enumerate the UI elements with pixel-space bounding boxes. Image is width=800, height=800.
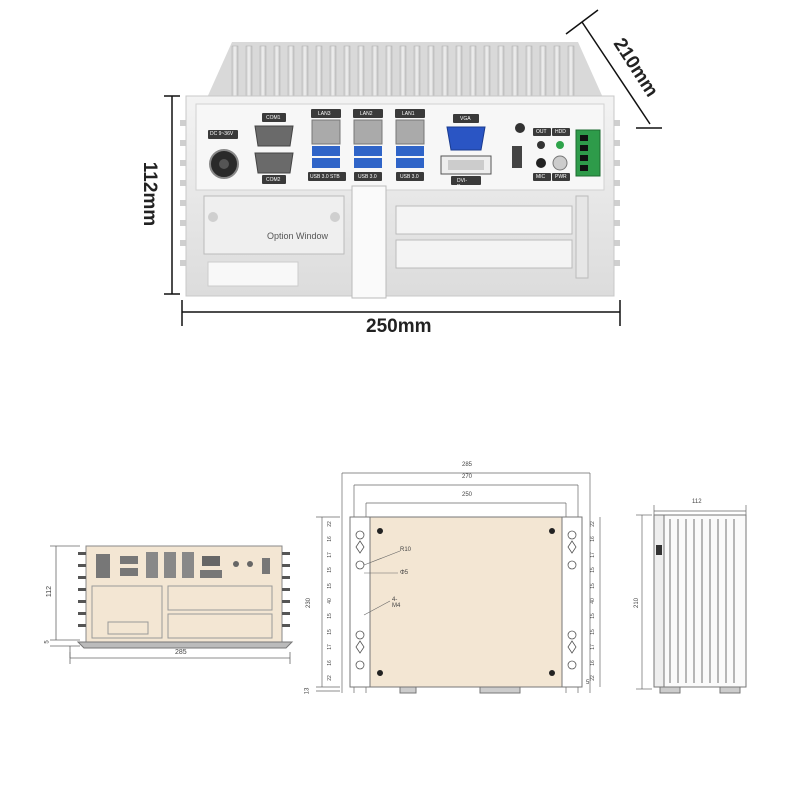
usb-label-1: USB 3.0 [400,174,419,180]
expansion-slot-1 [395,205,573,235]
lan3-label: LAN3 [318,111,331,117]
vga-port [446,126,486,151]
vga-label: VGA [460,116,471,122]
dim-depth: 230 [306,597,313,609]
left-dimension-column: 22 16 17 15 15 40 15 15 17 16 22 [327,516,337,686]
front-view-illustration [164,9,662,326]
dimension-value: 22 [326,520,333,527]
dimension-value: 16 [589,536,596,542]
front-drawing-foot: 5 [44,640,51,644]
top-drawing [316,472,601,694]
heatsink-fins [206,42,604,101]
dimension-value: 40 [589,598,596,604]
callout-phi5: Φ5 [400,570,409,576]
com2-port [254,152,294,174]
height-dimension-label: 112mm [139,161,160,227]
dimension-value: 22 [589,675,596,682]
front-drawing-height: 112 [46,585,54,598]
front-drawing [50,545,294,664]
dimension-value: 15 [326,567,333,573]
side-drawing [636,505,747,694]
dimension-value: 40 [326,598,333,604]
mic-label: MIC [536,174,546,180]
dimension-value: 17 [326,551,333,558]
dimension-value: 16 [326,536,333,542]
center-bracket [351,185,387,299]
hdd-label: HDD [555,129,566,135]
callout-r10: R10 [400,547,412,553]
dimension-lines [164,9,662,326]
right-dimension-column: 22 16 17 15 15 40 15 15 17 16 22 [590,516,600,686]
dimension-value: 17 [589,644,596,651]
dimension-value: 16 [326,660,333,666]
usb-stb-label: USB 3.0 STB [310,174,340,180]
dimension-value: 15 [326,582,333,589]
dim-bottom: 13 [304,687,311,695]
front-drawing-width: 285 [175,649,187,656]
side-drawing-depth: 210 [634,597,641,609]
com1-port [254,125,294,147]
lan2-label: LAN2 [360,111,373,117]
width-dimension-label: 250mm [366,316,432,337]
lan-usb-stacks [308,109,425,181]
dimension-value: 15 [589,582,596,589]
dim-285: 285 [462,462,473,468]
out-label: OUT [536,129,547,135]
dimension-value: 16 [589,660,596,666]
expansion-slot-2 [395,239,573,269]
lan1-label: LAN1 [402,111,415,117]
side-drawing-width: 112 [692,499,702,505]
pwr-label: PWR [555,174,567,180]
usb-label-2: USB 3.0 [358,174,377,180]
dimension-value: 17 [326,644,333,651]
dim-270: 270 [462,474,473,480]
dimension-value: 15 [326,629,333,635]
com2-label: COM2 [266,177,281,183]
option-window-label: Option Window [267,231,329,241]
option-window [203,195,345,255]
right-small-dim: 5 [586,680,590,686]
dimension-value: 17 [589,551,596,558]
dimension-value: 15 [326,613,333,620]
dimension-value: 15 [589,567,596,573]
dimension-value: 22 [326,675,333,682]
dvi-label: DVI-D [457,178,467,190]
dc-label: DC 9~36V [210,131,234,137]
dimension-value: 22 [589,520,596,527]
side-fins [180,120,620,266]
callout-m4: 4-M4 [392,597,401,609]
dimension-value: 15 [589,629,596,635]
dim-250: 250 [462,492,473,498]
com1-label: COM1 [266,115,281,121]
dimension-value: 15 [589,613,596,620]
